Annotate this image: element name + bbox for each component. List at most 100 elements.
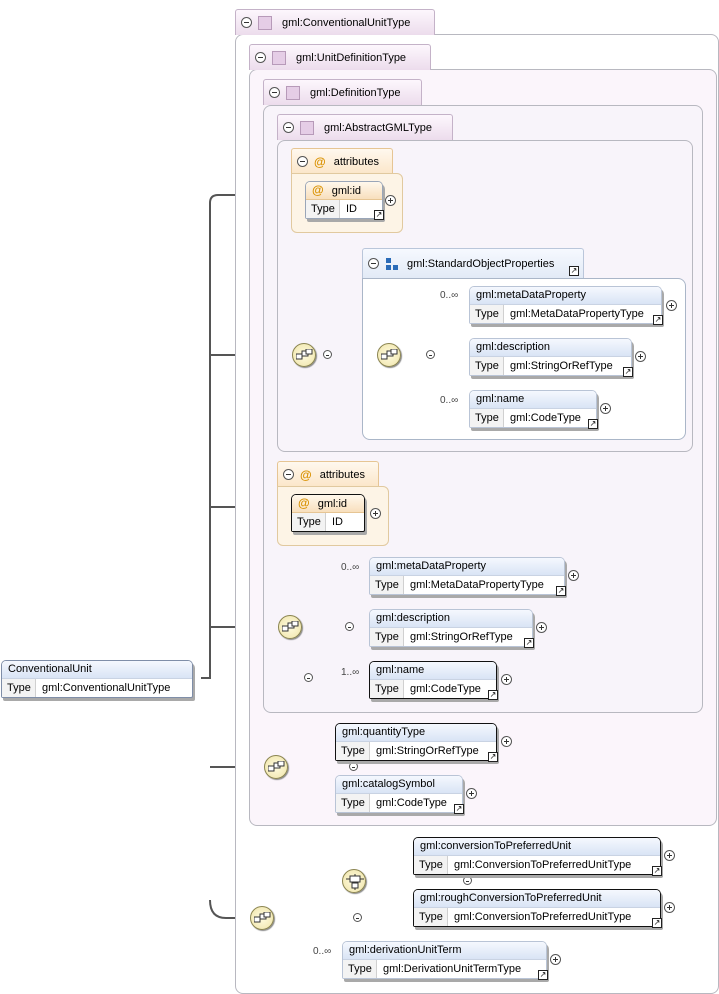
type-key: Type	[470, 305, 504, 323]
abstract-gml-type-header[interactable]: gml:AbstractGMLType	[277, 114, 453, 140]
expand-icon[interactable]	[501, 736, 512, 747]
element-name: gml:description	[470, 339, 631, 357]
element-type: gml:CodeType	[510, 412, 581, 424]
collapse-icon[interactable]	[283, 469, 294, 480]
element-type: gml:DerivationUnitTermType	[383, 963, 522, 975]
type-key: Type	[414, 908, 448, 926]
attributes-header[interactable]: @ attributes	[291, 148, 393, 174]
type-key: Type	[470, 409, 504, 427]
collapse-icon[interactable]	[297, 156, 308, 167]
link-icon[interactable]: ↗	[652, 866, 662, 876]
expand-icon[interactable]	[664, 850, 675, 861]
type-name: gml:ConventionalUnitType	[282, 16, 411, 29]
element-type: gml:MetaDataPropertyType	[510, 308, 644, 320]
expand-icon[interactable]	[370, 508, 381, 519]
element-name: gml:roughConversionToPreferredUnit	[414, 890, 660, 908]
link-icon[interactable]: ↗	[653, 315, 663, 325]
element-quantity-type[interactable]: gml:quantityType Type gml:StringOrRefType…	[335, 723, 498, 762]
standard-object-properties-header[interactable]: gml:StandardObjectProperties ↗	[362, 248, 584, 278]
conventional-unit-type-header[interactable]: gml:ConventionalUnitType	[235, 9, 435, 35]
collapse-icon[interactable]	[345, 622, 355, 631]
link-icon[interactable]: ↗	[454, 804, 464, 814]
sequence-compositor-icon[interactable]	[292, 343, 316, 367]
expand-icon[interactable]	[568, 570, 579, 581]
cardinality-label: 0..∞	[440, 290, 459, 301]
collapse-icon[interactable]	[463, 876, 473, 885]
link-icon[interactable]: ↗	[569, 266, 579, 276]
choice-compositor-icon[interactable]	[342, 869, 366, 893]
cardinality-label: 0..∞	[440, 395, 459, 406]
collapse-icon[interactable]	[283, 122, 294, 133]
sequence-compositor-icon[interactable]	[264, 755, 288, 779]
collapse-icon[interactable]	[353, 913, 363, 922]
collapse-icon[interactable]	[241, 17, 252, 28]
expand-icon[interactable]	[664, 902, 675, 913]
collapse-icon[interactable]	[323, 350, 332, 359]
expand-icon[interactable]	[501, 674, 512, 685]
type-name: gml:DefinitionType	[310, 86, 401, 99]
attributes-label: attributes	[319, 468, 365, 481]
sequence-compositor-icon[interactable]	[250, 906, 274, 930]
element-type: gml:MetaDataPropertyType	[410, 579, 544, 591]
group-icon	[386, 257, 398, 270]
gml-id-attribute[interactable]: @ gml:id Type ID	[291, 494, 365, 532]
sequence-compositor-icon[interactable]	[377, 343, 401, 367]
type-key: Type	[336, 794, 370, 812]
link-icon[interactable]: ↗	[374, 210, 384, 220]
type-key: Type	[370, 680, 404, 698]
collapse-icon[interactable]	[426, 350, 436, 359]
attribute-name: gml:id	[317, 498, 348, 510]
link-icon[interactable]: ↗	[538, 970, 548, 980]
element-name: gml:quantityType	[336, 724, 496, 742]
link-icon[interactable]: ↗	[588, 419, 598, 429]
element-name-std[interactable]: gml:name Type gml:CodeType ↗	[469, 390, 598, 429]
element-type: gml:StringOrRefType	[510, 360, 613, 372]
attribute-at-icon: @	[298, 496, 310, 510]
element-type: gml:CodeType	[410, 683, 481, 695]
type-key: Type	[414, 856, 448, 874]
element-type: gml:StringOrRefType	[410, 631, 513, 643]
expand-icon[interactable]	[550, 954, 561, 965]
element-name: gml:conversionToPreferredUnit	[414, 838, 660, 856]
complex-type-icon	[272, 50, 286, 65]
expand-icon[interactable]	[635, 351, 646, 362]
expand-icon[interactable]	[600, 403, 611, 414]
element-name: gml:name	[470, 391, 596, 409]
expand-icon[interactable]	[385, 195, 396, 206]
sequence-compositor-icon[interactable]	[278, 615, 302, 639]
link-icon[interactable]: ↗	[488, 752, 498, 762]
link-icon[interactable]: ↗	[488, 690, 498, 700]
element-type: gml:StringOrRefType	[376, 745, 479, 757]
link-icon[interactable]: ↗	[652, 918, 662, 928]
collapse-icon[interactable]	[304, 673, 314, 682]
expand-icon[interactable]	[536, 622, 547, 633]
link-icon[interactable]: ↗	[556, 586, 566, 596]
definition-type-header[interactable]: gml:DefinitionType	[263, 79, 422, 105]
type-key: Type	[292, 513, 326, 531]
type-name: gml:AbstractGMLType	[324, 121, 432, 134]
link-icon[interactable]: ↗	[623, 367, 633, 377]
expand-icon[interactable]	[466, 788, 477, 799]
link-icon[interactable]: ↗	[524, 638, 534, 648]
expand-icon[interactable]	[666, 300, 677, 311]
collapse-icon[interactable]	[255, 52, 266, 63]
element-name: gml:catalogSymbol	[336, 776, 462, 794]
unit-definition-type-header[interactable]: gml:UnitDefinitionType	[249, 44, 431, 70]
attributes-header[interactable]: @ attributes	[277, 461, 379, 487]
collapse-icon[interactable]	[368, 258, 379, 269]
attribute-type: ID	[332, 516, 343, 528]
type-key: Type	[336, 742, 370, 760]
collapse-icon[interactable]	[269, 87, 280, 98]
collapse-icon[interactable]	[349, 762, 359, 771]
